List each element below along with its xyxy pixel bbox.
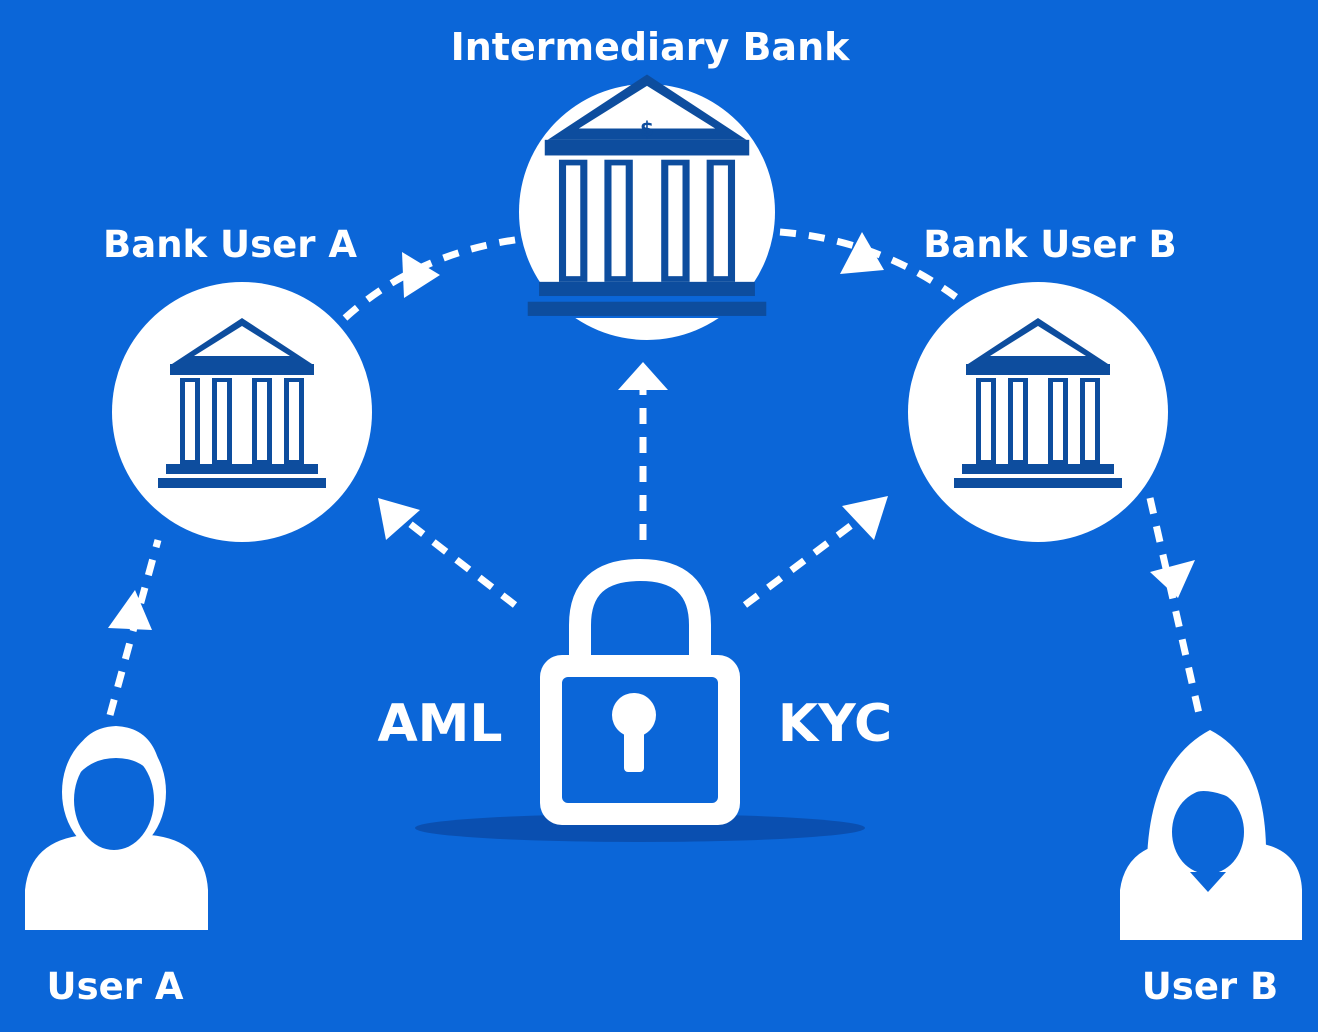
user-a-label: User A [46, 965, 184, 1008]
user-b-label: User B [1141, 965, 1279, 1008]
connector-lock-bankusera [402, 517, 518, 608]
arrow-head-lock-left [378, 498, 420, 540]
padlock-shadow [415, 814, 865, 842]
user-b-fringe [1170, 788, 1246, 815]
keyhole-circle [612, 693, 656, 737]
bank-user-b-circle [908, 282, 1168, 542]
arrow-head-to-intermediary-left [402, 252, 440, 298]
arrow-heads [108, 232, 1195, 630]
user-b-body [1120, 842, 1302, 940]
arrow-head-lock-up [618, 362, 668, 390]
intermediary-bank-node: $ [508, 74, 788, 340]
user-male-icon [25, 726, 208, 930]
bank-user-a-node [112, 282, 372, 542]
arrow-head-userb-down [1150, 560, 1195, 598]
user-b-face [1172, 790, 1244, 874]
arrow-head-usera-up [108, 590, 152, 630]
user-a-body [25, 835, 208, 930]
keyhole-slot [624, 722, 644, 772]
bank-user-b-node [908, 282, 1168, 542]
dollar-symbol: $ [640, 117, 654, 141]
connector-lock-bankuserb [742, 512, 868, 608]
connector-bankuserb-userb [1146, 497, 1204, 719]
kyc-label: KYC [777, 694, 893, 754]
user-b-collar [1190, 872, 1226, 892]
arrow-head-lock-right [842, 496, 888, 540]
bank-user-b-label: Bank User B [923, 223, 1177, 266]
user-a-face [74, 750, 154, 850]
user-female-icon [1120, 730, 1302, 940]
aml-label: AML [377, 694, 503, 754]
arrow-head-to-intermediary-right [840, 232, 884, 274]
user-a-hair [68, 726, 162, 790]
connector-bankusera-intermediary [342, 234, 531, 321]
padlock-shackle [569, 558, 711, 660]
bank-user-a-circle [112, 282, 372, 542]
bank-user-a-label: Bank User A [103, 223, 357, 266]
intermediary-bank-label: Intermediary Bank [450, 25, 850, 69]
connector-intermediary-bankuserb [779, 228, 963, 303]
padlock-icon [415, 558, 865, 842]
